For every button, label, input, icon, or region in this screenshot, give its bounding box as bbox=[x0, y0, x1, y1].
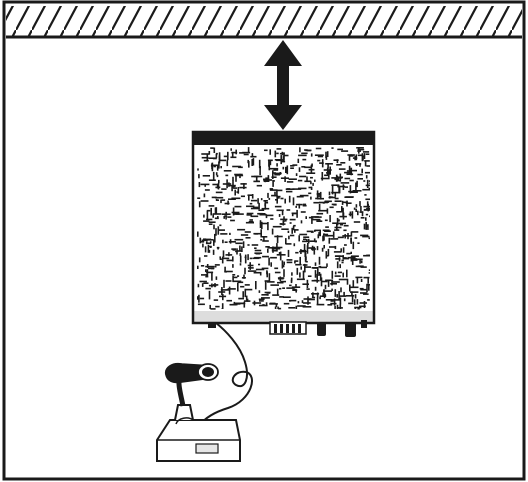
ceiling-hatch bbox=[6, 6, 522, 39]
desk-microphone bbox=[156, 362, 241, 462]
rear-connectors bbox=[269, 320, 367, 337]
speaker-grille bbox=[197, 147, 370, 310]
mic-cable bbox=[199, 322, 253, 426]
clearance-arrow bbox=[264, 40, 302, 130]
transceiver-unit bbox=[191, 130, 376, 337]
